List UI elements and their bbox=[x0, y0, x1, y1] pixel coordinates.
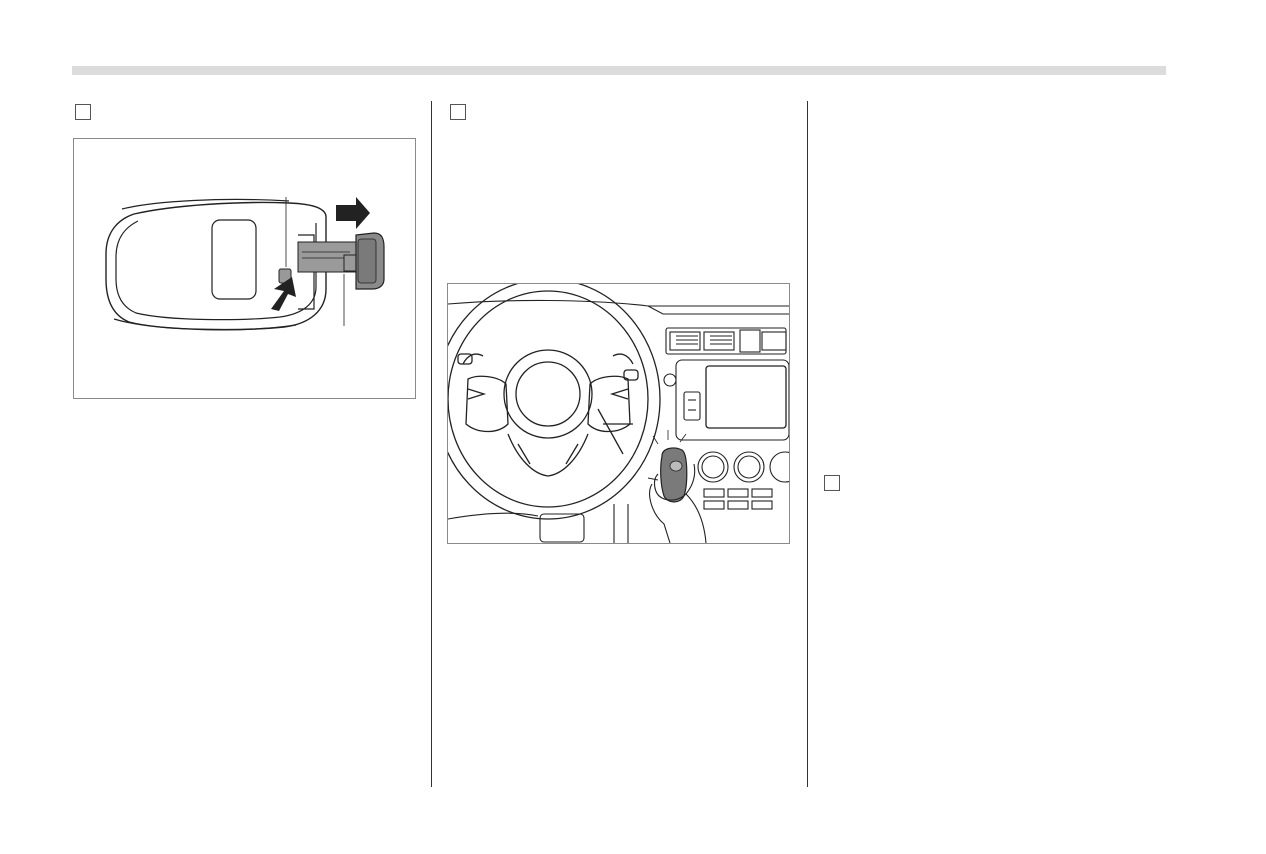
note-checkbox-right bbox=[824, 475, 840, 491]
key-fob-icon bbox=[105, 198, 327, 331]
figure-key-fob bbox=[73, 138, 416, 399]
mechanical-key-icon bbox=[297, 232, 385, 290]
pull-arrow-icon bbox=[336, 197, 370, 229]
note-checkbox-middle bbox=[450, 104, 466, 120]
key-fob-icon bbox=[652, 430, 688, 503]
steering-wheel-icon bbox=[448, 284, 661, 520]
hand-icon bbox=[647, 463, 707, 543]
column-divider-left bbox=[431, 101, 432, 787]
column-divider-right bbox=[807, 101, 808, 787]
page-header-bar bbox=[72, 66, 1166, 75]
key-fob-illustration bbox=[105, 197, 385, 331]
figure-dashboard bbox=[447, 283, 790, 544]
display-screen-icon bbox=[705, 365, 787, 429]
press-arrow-icon bbox=[271, 277, 296, 311]
dashboard-icon bbox=[448, 299, 789, 543]
dashboard-illustration bbox=[448, 284, 789, 543]
note-checkbox-left bbox=[75, 104, 91, 120]
